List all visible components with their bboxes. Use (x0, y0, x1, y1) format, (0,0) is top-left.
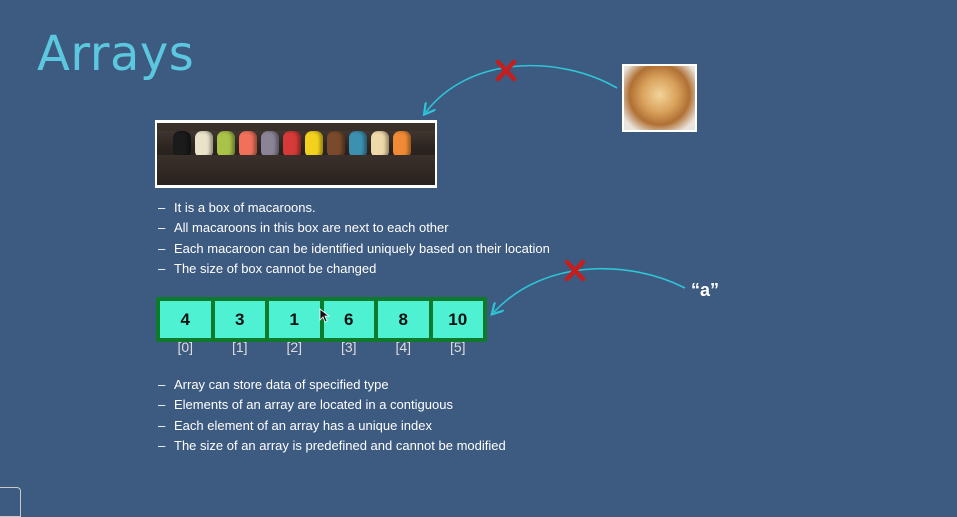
array-cell: 8 (378, 301, 429, 338)
array-cell: 4 (160, 301, 211, 338)
array-index-label: [4] (395, 339, 412, 355)
list-item: The size of box cannot be changed (158, 259, 550, 280)
array-index-label: [1] (231, 339, 248, 355)
window-corner-widget[interactable] (0, 487, 21, 517)
array-index-label: [3] (340, 339, 357, 355)
list-item: It is a box of macaroons. (158, 198, 550, 219)
cross-icon (495, 59, 517, 82)
list-item: Each element of an array has a unique in… (158, 416, 506, 437)
array-cell: 3 (214, 301, 265, 338)
array-index-row: [0] [1] [2] [3] [4] [5] (160, 339, 483, 355)
array-bullet-list: Array can store data of specified type E… (158, 375, 506, 456)
list-item: Array can store data of specified type (158, 375, 506, 396)
array-diagram: 4 3 1 6 8 10 (156, 297, 487, 342)
array-cell: 6 (323, 301, 374, 338)
cross-icon (564, 259, 586, 282)
list-item: All macaroons in this box are next to ea… (158, 218, 550, 239)
arrow-icon (426, 64, 618, 112)
list-item: Each macaroon can be identified uniquely… (158, 239, 550, 260)
cream-puff-image (622, 64, 697, 132)
macaroon-bullet-list: It is a box of macaroons. All macaroons … (158, 198, 550, 279)
cursor-icon (319, 308, 331, 323)
list-item: Elements of an array are located in a co… (158, 395, 506, 416)
macaroon-box-image (155, 120, 437, 188)
array-cell: 1 (269, 301, 320, 338)
array-index-label: [5] (449, 339, 466, 355)
array-index-label: [0] (177, 339, 194, 355)
slide-title: Arrays (37, 26, 195, 82)
list-item: The size of an array is predefined and c… (158, 436, 506, 457)
arrow-icon (494, 268, 686, 312)
string-literal-label: “a” (691, 280, 720, 300)
array-cell: 10 (432, 301, 483, 338)
array-index-label: [2] (286, 339, 303, 355)
